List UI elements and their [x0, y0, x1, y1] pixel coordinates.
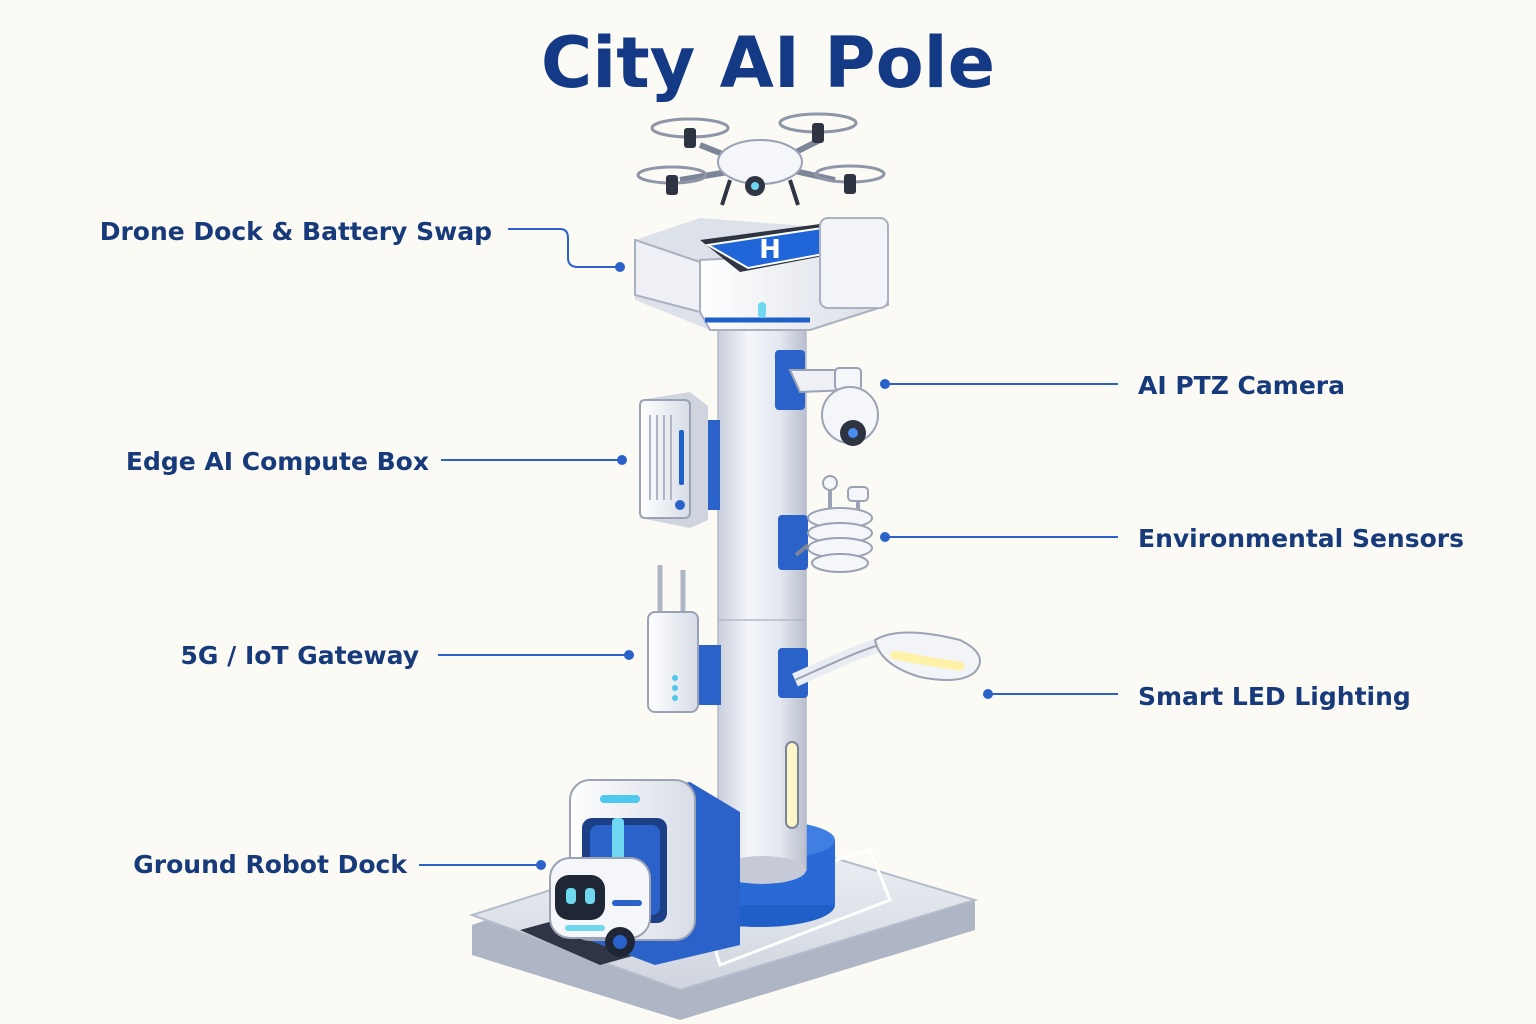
iot-gateway [647, 565, 721, 713]
drone-dock: H [634, 217, 889, 331]
ground-robot [549, 857, 651, 957]
label-ptz-camera: AI PTZ Camera [1138, 371, 1345, 400]
smart-led-light [778, 631, 981, 698]
pole-shaft [717, 329, 807, 884]
page-title: City AI Pole [540, 22, 996, 104]
environmental-sensors [778, 475, 873, 573]
label-led-lighting: Smart LED Lighting [1138, 682, 1411, 711]
label-env-sensors: Environmental Sensors [1138, 524, 1464, 553]
landing-pad-mark: H [759, 235, 781, 265]
label-edge-compute: Edge AI Compute Box [125, 447, 429, 476]
leader-drone-dock [508, 228, 620, 268]
edge-compute-box [639, 392, 720, 528]
label-robot-dock: Ground Robot Dock [133, 850, 407, 879]
dock-status-light [758, 302, 766, 318]
drone [636, 112, 886, 206]
ptz-camera [775, 350, 879, 446]
pole-light-strip [785, 741, 799, 829]
leader-dots [536, 262, 993, 870]
label-gateway: 5G / IoT Gateway [180, 641, 419, 670]
leader-lines [419, 228, 1118, 866]
label-drone-dock: Drone Dock & Battery Swap [99, 217, 492, 246]
